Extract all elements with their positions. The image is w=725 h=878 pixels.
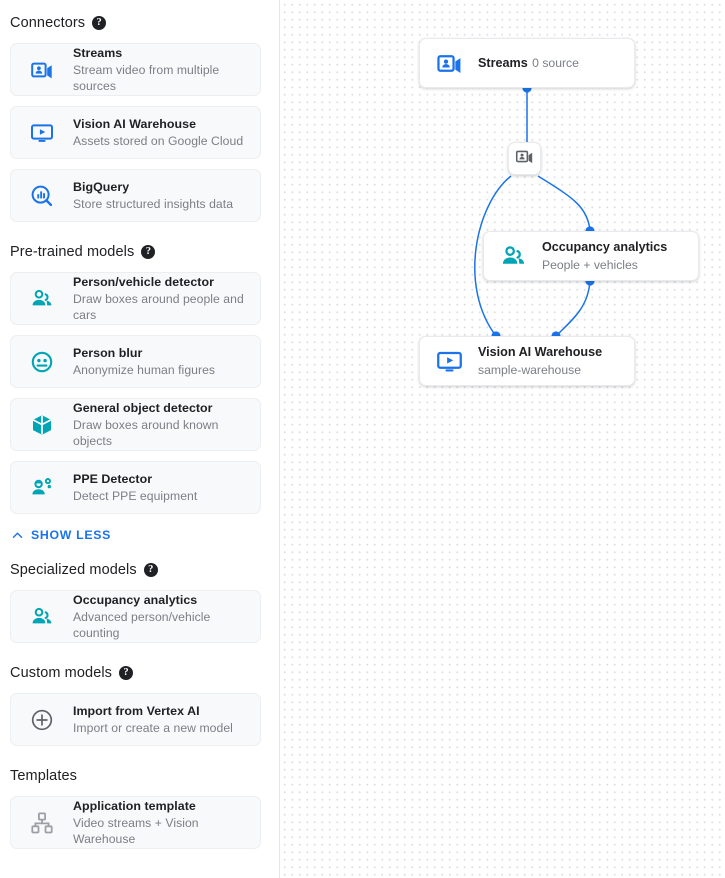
sidebar-item-streams[interactable]: Streams Stream video from multiple sourc… [10, 43, 261, 96]
section-header-connectors: Connectors ? [0, 13, 279, 33]
graph-node-occupancy-analytics[interactable]: Occupancy analytics People + vehicles [483, 231, 699, 281]
sidebar-item-title: Person/vehicle detector [73, 274, 214, 289]
help-icon[interactable]: ? [119, 666, 134, 680]
sidebar-item-subtitle: Store structured insights data [73, 196, 234, 211]
sidebar-item-subtitle: Import or create a new model [73, 720, 233, 735]
graph-node-title: Occupancy analytics [542, 240, 668, 254]
sidebar-item-subtitle: Advanced person/vehicle counting [73, 609, 211, 640]
sidebar-item-title: Import from Vertex AI [73, 703, 200, 718]
sidebar-item-vision-ai-warehouse[interactable]: Vision AI Warehouse Assets stored on Goo… [10, 106, 261, 159]
hierarchy-tree-icon [29, 810, 55, 836]
chevron-up-icon [11, 529, 24, 542]
face-blur-icon [29, 349, 55, 375]
bigquery-magnifier-icon [29, 183, 55, 209]
video-camera-person-icon [515, 147, 534, 171]
monitor-play-icon [434, 346, 464, 376]
graph-node-title: Vision AI Warehouse [478, 345, 603, 359]
ppe-helmet-person-icon [29, 475, 55, 501]
people-group-icon [29, 286, 55, 312]
show-less-label: SHOW LESS [31, 528, 112, 542]
help-icon[interactable]: ? [92, 16, 107, 30]
section-title: Specialized models [10, 562, 137, 578]
sidebar-item-subtitle: Draw boxes around people and cars [73, 291, 244, 322]
cube-box-icon [29, 412, 55, 438]
sidebar-item-subtitle: Video streams + Vision Warehouse [73, 815, 199, 846]
graph-node-subtitle: 0 source [532, 56, 579, 70]
sidebar-item-title: Occupancy analytics [73, 592, 198, 607]
section-header-pre-trained-models: Pre-trained models ? [0, 242, 279, 262]
section-header-specialized-models: Specialized models ? [0, 560, 279, 580]
section-title: Pre-trained models [10, 244, 135, 260]
sidebar-item-subtitle: Anonymize human figures [73, 362, 216, 377]
show-less-button[interactable]: SHOW LESS [0, 524, 279, 546]
sidebar-item-import-from-vertex-ai[interactable]: Import from Vertex AI Import or create a… [10, 693, 261, 746]
graph-node-subtitle: People + vehicles [542, 258, 638, 272]
graph-node-vision-ai-warehouse[interactable]: Vision AI Warehouse sample-warehouse [419, 336, 635, 386]
sidebar-item-ppe-detector[interactable]: PPE Detector Detect PPE equipment [10, 461, 261, 514]
section-header-templates: Templates [0, 766, 279, 786]
sidebar-item-bigquery[interactable]: BigQuery Store structured insights data [10, 169, 261, 222]
people-group-icon [29, 604, 55, 630]
sidebar-item-title: Streams [73, 45, 123, 60]
graph-node-subtitle: sample-warehouse [478, 363, 581, 377]
plus-circle-icon [29, 707, 55, 733]
people-group-icon [498, 241, 528, 271]
graph-edges [474, 83, 595, 341]
sidebar-item-general-object-detector[interactable]: General object detector Draw boxes aroun… [10, 398, 261, 451]
section-title: Templates [10, 768, 77, 784]
sidebar-item-title: Application template [73, 798, 196, 813]
video-camera-person-icon [434, 48, 464, 78]
sidebar-item-title: Vision AI Warehouse [73, 116, 197, 131]
graph-node-title: Streams [478, 56, 528, 70]
sidebar-item-title: General object detector [73, 400, 213, 415]
sidebar-item-subtitle: Stream video from multiple sources [73, 62, 220, 93]
sidebar-item-subtitle: Detect PPE equipment [73, 488, 198, 503]
sidebar-item-subtitle: Assets stored on Google Cloud [73, 133, 244, 148]
help-icon[interactable]: ? [141, 245, 156, 259]
sidebar-item-subtitle: Draw boxes around known objects [73, 417, 219, 448]
monitor-play-icon [29, 120, 55, 146]
graph-node-streams[interactable]: Streams 0 source [419, 38, 635, 88]
sidebar-item-person-blur[interactable]: Person blur Anonymize human figures [10, 335, 261, 388]
sidebar-item-occupancy-analytics[interactable]: Occupancy analytics Advanced person/vehi… [10, 590, 261, 643]
sidebar-item-person-vehicle-detector[interactable]: Person/vehicle detector Draw boxes aroun… [10, 272, 261, 325]
section-title: Connectors [10, 15, 86, 31]
sidebar-item-title: PPE Detector [73, 471, 153, 486]
component-sidebar: Connectors ? Streams Stream video from m… [0, 0, 280, 878]
graph-badge-streams-source[interactable] [508, 142, 541, 175]
sidebar-item-application-template[interactable]: Application template Video streams + Vis… [10, 796, 261, 849]
sidebar-item-title: Person blur [73, 345, 143, 360]
section-header-custom-models: Custom models ? [0, 663, 279, 683]
sidebar-item-title: BigQuery [73, 179, 130, 194]
graph-canvas[interactable]: Streams 0 source Occupancy analytics Peo… [280, 0, 725, 878]
help-icon[interactable]: ? [143, 563, 158, 577]
video-camera-person-icon [29, 57, 55, 83]
section-title: Custom models [10, 665, 113, 681]
